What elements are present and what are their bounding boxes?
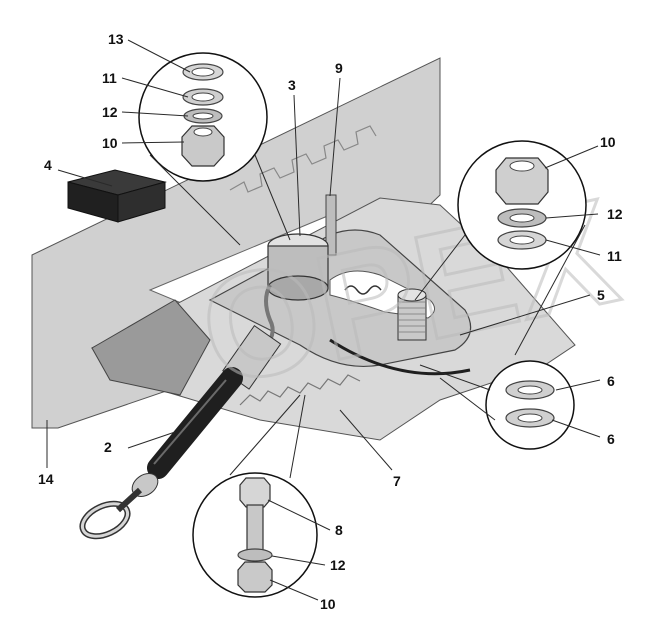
vertical-rod	[325, 194, 337, 256]
magnifier-right	[457, 140, 587, 270]
leader-mag1-a	[149, 154, 241, 246]
leader-7	[339, 409, 393, 471]
bolt-8-head	[239, 477, 271, 508]
base-teeth	[239, 374, 361, 406]
callout-10-bottom: 10	[320, 596, 336, 612]
callout-10-right: 10	[600, 134, 616, 150]
leader-11a	[121, 77, 189, 98]
eye-terminal-ring-inner	[80, 502, 130, 538]
magnifier-bottom	[192, 472, 318, 598]
leader-3	[293, 94, 301, 237]
callout-12-top: 12	[102, 104, 118, 120]
hose-highlight	[153, 379, 227, 465]
magnifier-bottom-right	[485, 360, 575, 450]
plate-teeth	[229, 125, 377, 193]
leader-13	[127, 39, 191, 73]
leader-12b	[545, 213, 599, 219]
leader-mag4-a	[229, 394, 301, 476]
callout-12-right: 12	[607, 206, 623, 222]
callout-6-top: 6	[607, 373, 615, 389]
leader-10b	[544, 145, 599, 169]
callout-6-bottom: 6	[607, 431, 615, 447]
callout-10-top: 10	[102, 135, 118, 151]
leader-mag3-a	[419, 364, 491, 391]
leader-8	[267, 499, 331, 531]
leader-mag3-b	[439, 377, 496, 421]
leader-12c	[271, 555, 326, 566]
leader-12a	[121, 111, 189, 117]
eye-terminal-neck	[115, 487, 143, 513]
nut-10-bottom	[237, 561, 273, 593]
callout-9: 9	[335, 60, 343, 76]
threaded-stud	[397, 294, 427, 341]
support-bracket	[91, 299, 211, 396]
callout-4: 4	[44, 157, 52, 173]
stud-threads	[398, 301, 426, 333]
leader-2	[127, 431, 176, 449]
callout-3: 3	[288, 77, 296, 93]
washer-12-bottom	[237, 548, 273, 562]
black-block-side	[117, 181, 166, 223]
arc-cable	[329, 338, 471, 376]
callout-13: 13	[108, 31, 124, 47]
leader-10a	[121, 141, 185, 144]
callout-14: 14	[38, 471, 54, 487]
nut-10-right	[495, 157, 549, 205]
leader-mag2-b	[514, 224, 586, 356]
callout-11-right: 11	[607, 248, 622, 264]
callout-8: 8	[335, 522, 343, 538]
leader-mag4-b	[289, 394, 306, 479]
leader-mag1-b	[254, 154, 291, 241]
callout-12-bottom: 12	[330, 557, 346, 573]
callout-7: 7	[393, 473, 401, 489]
leader-5	[459, 294, 591, 336]
callout-2: 2	[104, 439, 112, 455]
magnifier-top-left	[138, 52, 268, 182]
callout-5: 5	[597, 287, 605, 303]
spring-clip	[344, 285, 382, 295]
nut-10	[181, 125, 225, 167]
leader-9	[329, 77, 341, 197]
threaded-stud-top	[397, 288, 427, 302]
bolt-8-shank	[246, 504, 264, 554]
hose	[147, 367, 243, 479]
leader-4	[57, 169, 113, 187]
leader-10c	[269, 579, 319, 601]
leader-6b	[551, 419, 601, 438]
leader-11b	[545, 239, 601, 256]
callout-11-top: 11	[102, 70, 117, 86]
leader-6a	[555, 379, 601, 391]
leader-mag2-a	[414, 234, 466, 301]
